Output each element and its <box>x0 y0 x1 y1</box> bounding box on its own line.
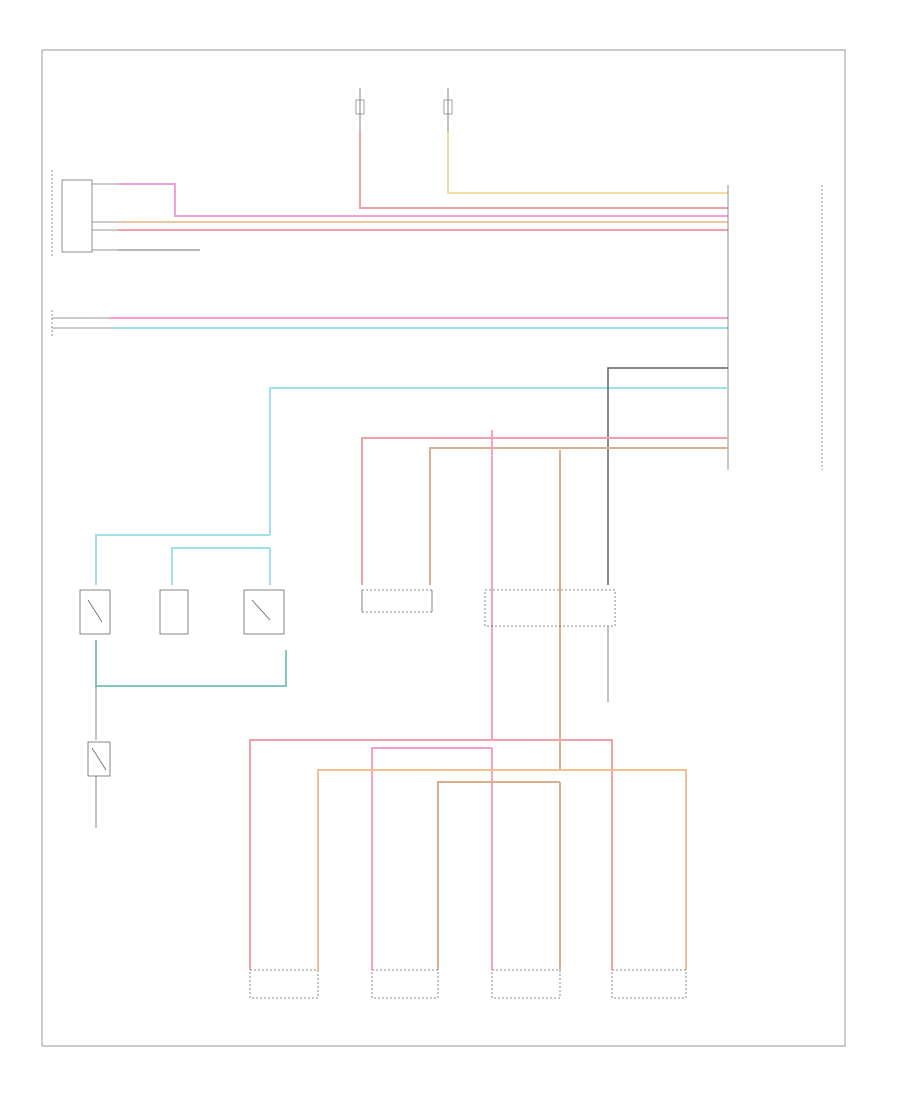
wire-tan-module <box>429 447 728 585</box>
wires-lower <box>249 739 687 970</box>
middle-switch-3 <box>243 589 285 635</box>
left-sensor-block <box>51 310 110 338</box>
wire-cyan-branch2 <box>171 547 270 585</box>
top-right-fuse <box>443 88 453 132</box>
wires-top <box>110 132 728 329</box>
left-door-unlock-switch <box>87 686 111 828</box>
middle-switch-2 <box>159 589 189 635</box>
door-lock-motor-2 <box>371 969 439 999</box>
door-lock-motor-upper-1 <box>361 589 433 613</box>
wire-tan-lower <box>437 781 560 970</box>
door-lock-motor-1 <box>249 969 319 999</box>
wire-cyan-branch1 <box>95 534 270 585</box>
diagram-frame <box>41 49 846 1047</box>
door-lock-motor-upper-2 <box>484 589 616 627</box>
wire-pink-lower <box>371 747 492 970</box>
right-control-module <box>727 185 823 470</box>
wire-red-lower-right <box>492 739 613 970</box>
wire-cyan-module <box>269 387 728 535</box>
wire-orange-lower <box>317 769 560 970</box>
wire-pink-switch <box>118 183 728 217</box>
left-switch-block <box>51 170 118 258</box>
wire-red-lower <box>249 739 492 970</box>
wire-red-module <box>361 437 728 585</box>
wire-orange-lower-right <box>560 769 687 970</box>
door-lock-motor-4 <box>611 969 687 999</box>
top-left-fuse <box>355 88 365 132</box>
wire-yellow-fuse <box>447 132 728 194</box>
wires-middle <box>95 367 728 770</box>
wire-teal-loop <box>95 640 287 687</box>
wire-dark-module <box>607 367 728 585</box>
wire-red-fuse <box>359 132 728 209</box>
middle-switch-1 <box>79 589 111 635</box>
door-lock-motor-3 <box>491 969 561 999</box>
